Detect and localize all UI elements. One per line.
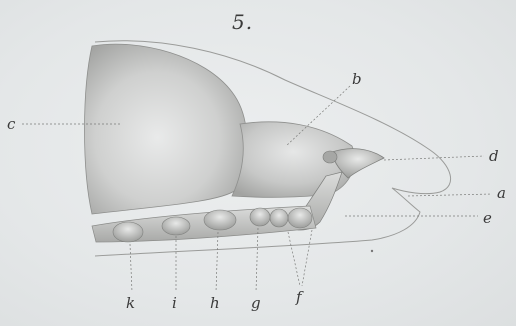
head-knob	[323, 151, 337, 163]
label-k: k	[126, 296, 135, 311]
nodule-g2	[250, 208, 270, 226]
stray-mark	[371, 250, 373, 252]
leader-g	[256, 228, 258, 292]
nodule-g1	[270, 209, 288, 227]
leader-a	[408, 194, 492, 196]
label-h: h	[210, 296, 220, 311]
body-mass	[85, 44, 247, 214]
figure-number: 5.	[232, 10, 253, 34]
leader-d	[384, 156, 484, 160]
label-e: e	[483, 211, 492, 226]
nodule-k	[113, 222, 143, 242]
label-b: b	[352, 72, 362, 87]
label-i: i	[172, 296, 177, 311]
label-f: f	[296, 290, 302, 305]
label-a: a	[497, 186, 506, 201]
nodule-f	[288, 208, 312, 228]
leader-k	[130, 244, 132, 292]
leader-f1	[288, 232, 300, 286]
label-d: d	[489, 149, 499, 164]
label-c: c	[7, 117, 15, 132]
leader-f2	[302, 230, 312, 286]
nodule-i	[162, 217, 190, 235]
leader-h	[216, 232, 218, 292]
nodule-h	[204, 210, 236, 230]
label-g: g	[251, 296, 261, 311]
